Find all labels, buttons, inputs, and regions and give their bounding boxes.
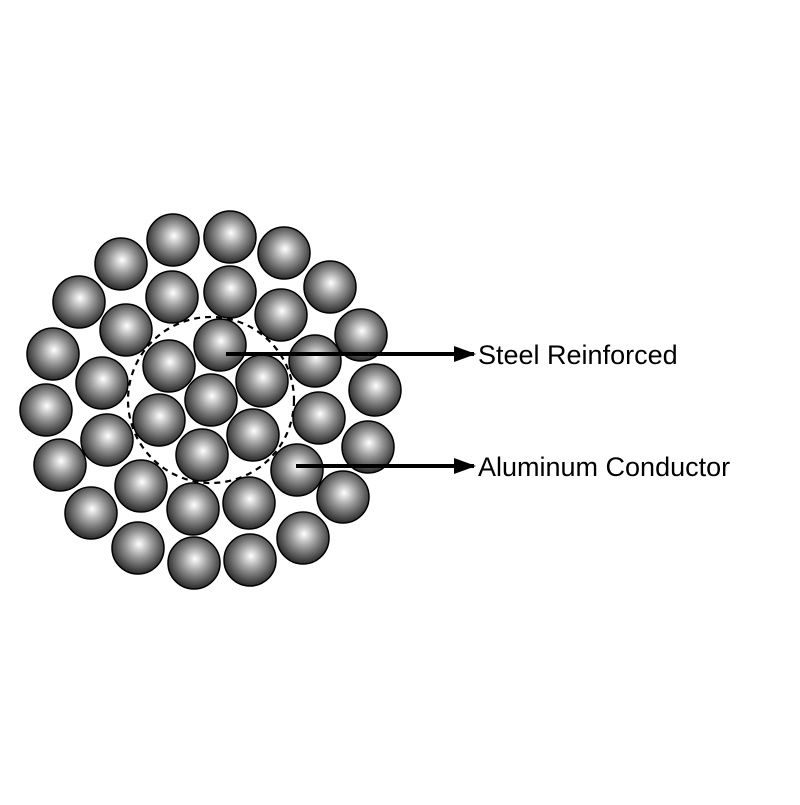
steel-strand xyxy=(184,373,238,427)
aluminum-strand xyxy=(348,363,402,417)
aluminum-strand xyxy=(64,486,118,540)
aluminum-strand xyxy=(80,413,134,467)
aluminum-strand xyxy=(111,521,165,575)
steel-strand xyxy=(235,354,289,408)
aluminum-strand xyxy=(254,288,308,342)
aluminum-strand xyxy=(303,260,357,314)
aluminum-strand xyxy=(222,476,276,530)
steel-strand xyxy=(226,408,280,462)
aluminum-strand xyxy=(167,536,221,590)
aluminum-strand xyxy=(75,356,129,410)
aluminum-strand xyxy=(166,482,220,536)
aluminum-strand xyxy=(334,308,388,362)
steel-strand xyxy=(132,393,186,447)
steel-label: Steel Reinforced xyxy=(478,340,678,370)
aluminum-strand xyxy=(52,275,106,329)
aluminum-strand xyxy=(292,391,346,445)
aluminum-strand xyxy=(341,420,395,474)
steel-strand xyxy=(175,428,229,482)
aluminum-strand xyxy=(203,265,257,319)
aluminum-strand xyxy=(276,511,330,565)
aluminum-strand xyxy=(288,334,342,388)
aluminum-strand xyxy=(19,383,73,437)
aluminum-strand xyxy=(33,438,87,492)
aluminum-strand xyxy=(145,270,199,324)
strands-layer xyxy=(19,210,402,590)
aluminum-strand xyxy=(26,327,80,381)
aluminum-strand xyxy=(316,470,370,524)
steel-strand xyxy=(193,318,247,372)
aluminum-strand xyxy=(114,459,168,513)
steel-core-boundary xyxy=(126,315,296,485)
aluminum-strand xyxy=(203,210,257,264)
aluminum-strand xyxy=(223,533,277,587)
steel-strand xyxy=(142,339,196,393)
aluminum-strand xyxy=(270,443,324,497)
aluminum-label: Aluminum Conductor xyxy=(478,452,730,482)
aluminum-strand xyxy=(257,226,311,280)
aluminum-strand xyxy=(99,303,153,357)
aluminum-strand xyxy=(94,237,148,291)
aluminum-strand xyxy=(146,213,200,267)
